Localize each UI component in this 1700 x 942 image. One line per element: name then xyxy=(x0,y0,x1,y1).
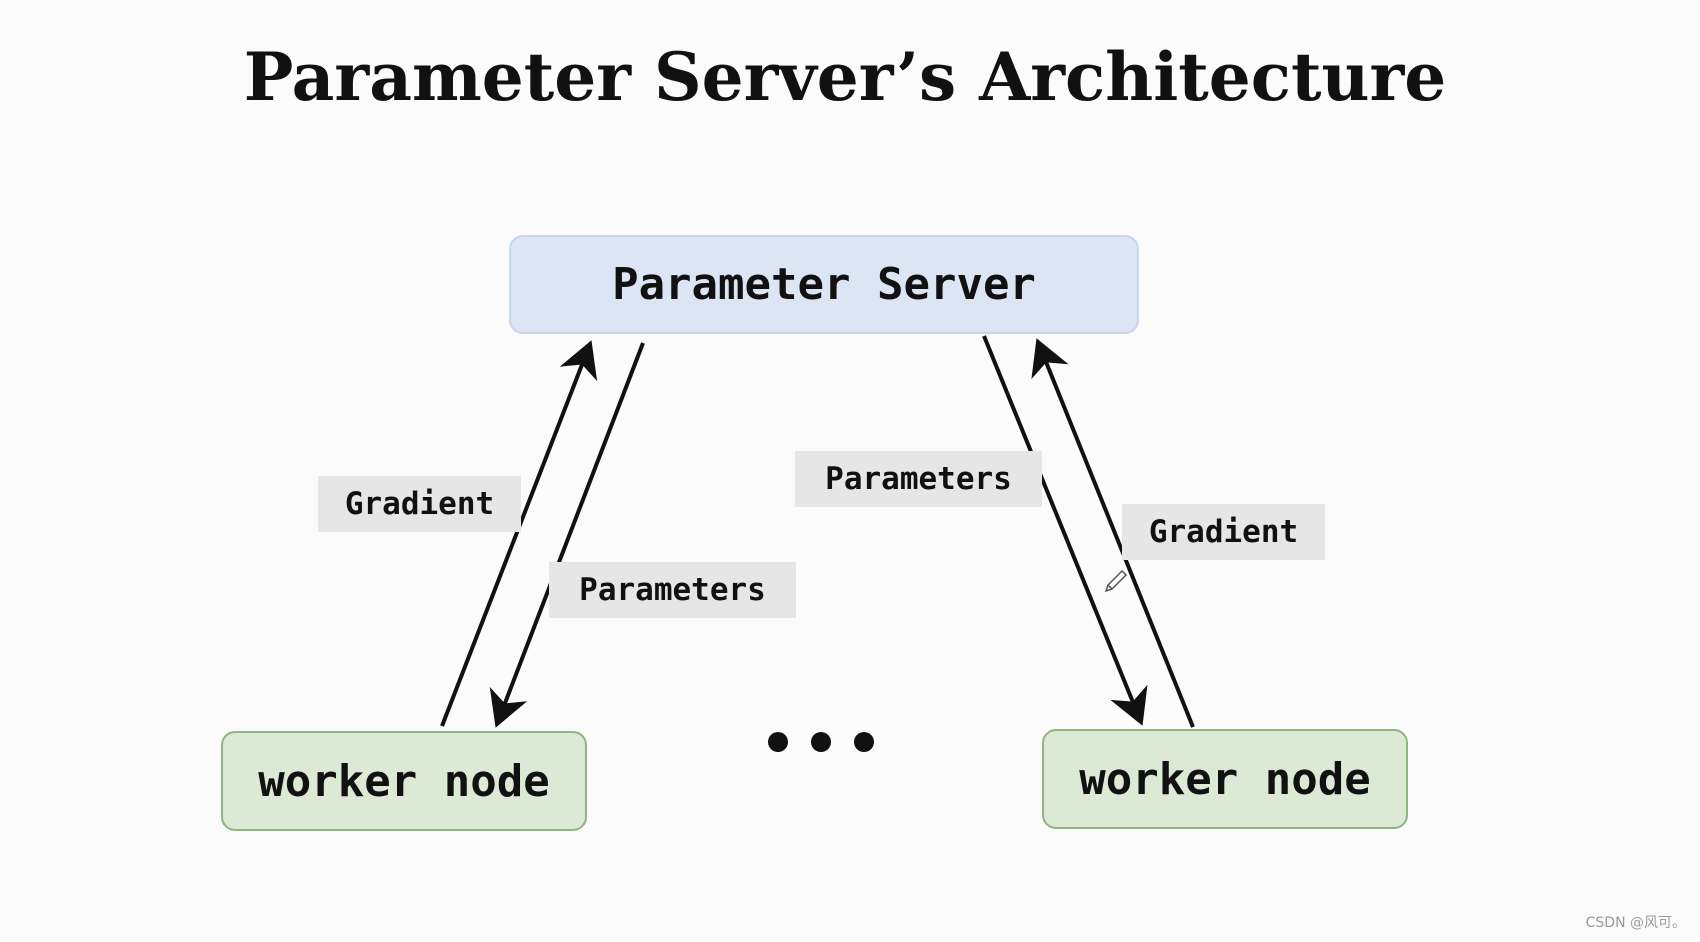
pencil-cursor-icon xyxy=(1104,569,1128,593)
ellipsis-dots xyxy=(760,730,880,754)
ellipsis-dot xyxy=(811,732,831,752)
watermark: CSDN @风可。 xyxy=(1585,915,1686,931)
ellipsis-dot xyxy=(768,732,788,752)
edge-label-gradient-left: Gradient xyxy=(318,476,521,532)
edge-label-parameters-left: Parameters xyxy=(549,562,796,618)
worker-node-left: worker node xyxy=(221,731,587,831)
parameter-server-node: Parameter Server xyxy=(509,235,1139,334)
ellipsis-dot xyxy=(854,732,874,752)
arrow-left-gradient-up xyxy=(440,340,598,727)
diagram-title: Parameter Server’s Architecture xyxy=(243,38,1447,116)
arrow-left-parameters-down xyxy=(489,342,645,728)
arrow-right-gradient-up xyxy=(1031,338,1195,728)
worker-node-right: worker node xyxy=(1042,729,1408,829)
edge-label-parameters-right: Parameters xyxy=(795,451,1042,507)
arrow-right-parameters-down xyxy=(982,335,1148,726)
edge-label-gradient-right: Gradient xyxy=(1122,504,1325,560)
